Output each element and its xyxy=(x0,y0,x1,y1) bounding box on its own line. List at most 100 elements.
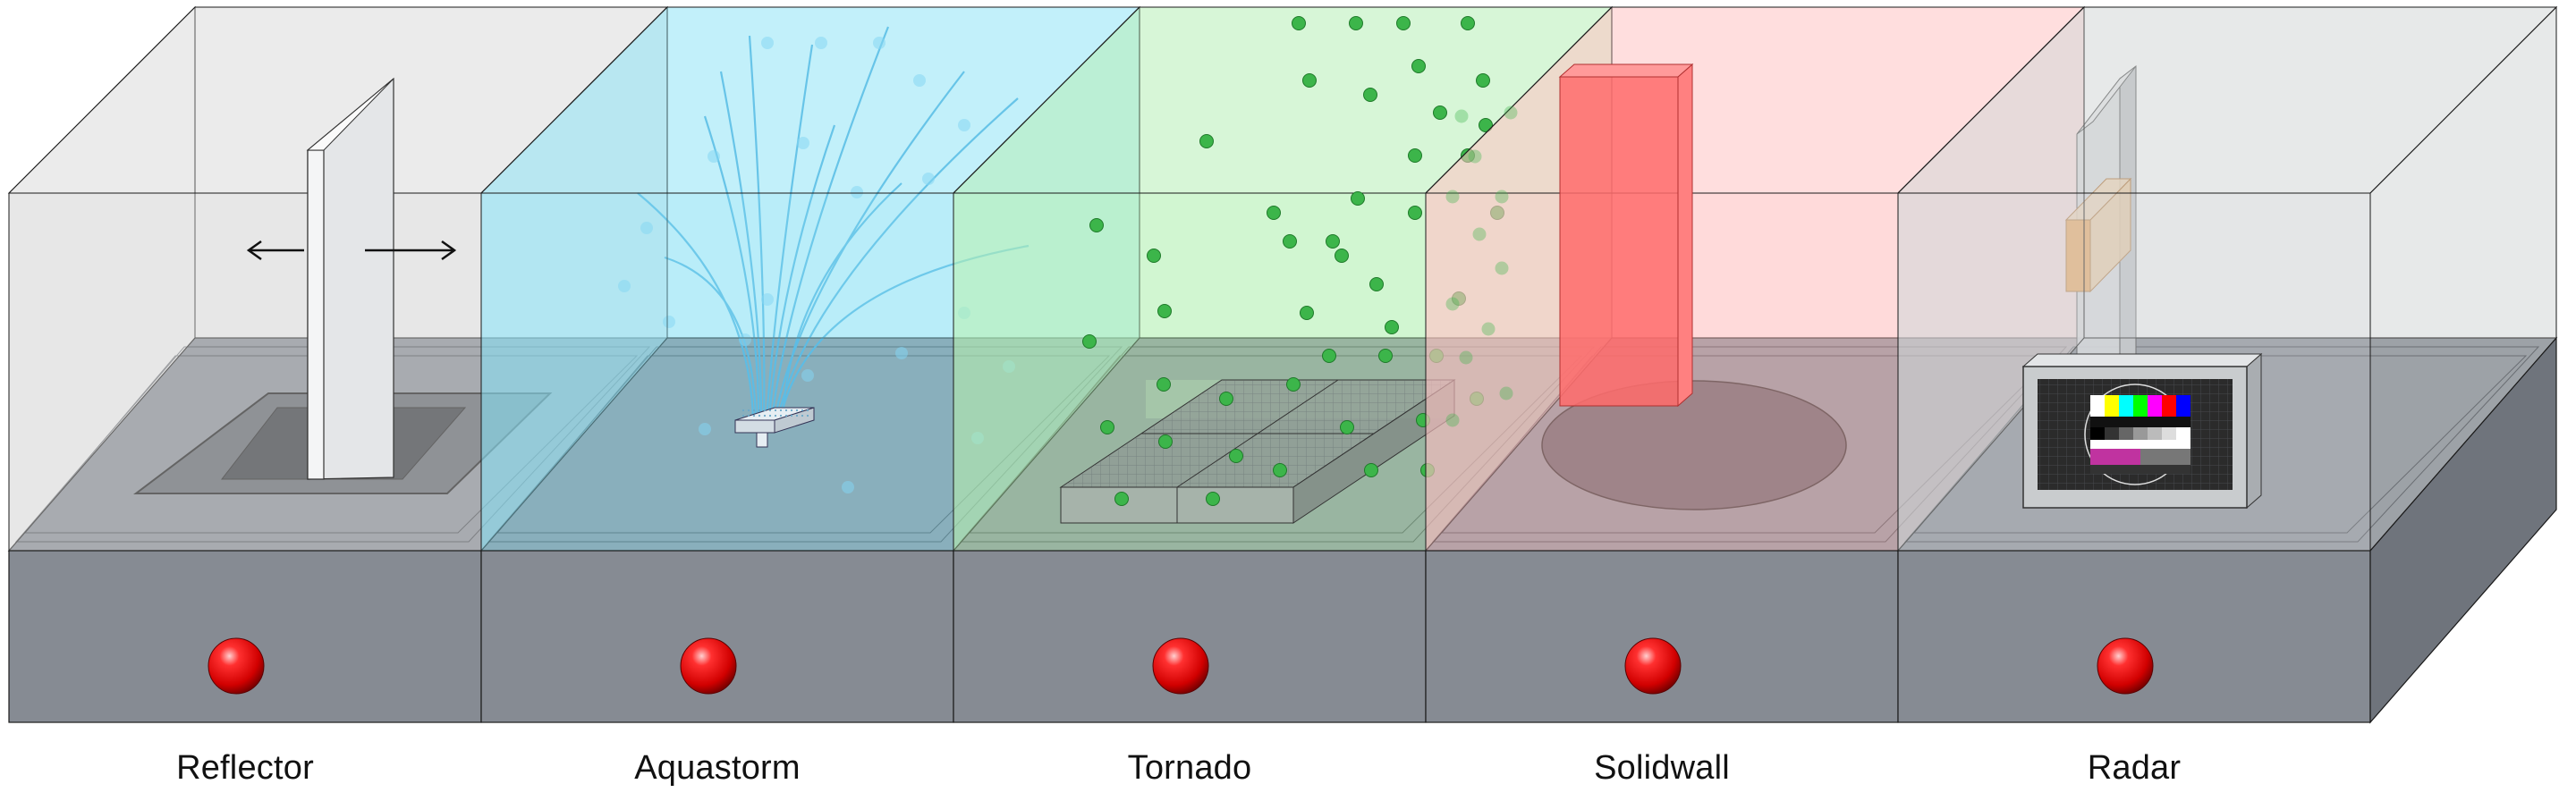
stage-radar xyxy=(1896,5,2558,724)
tornado-particle xyxy=(1452,291,1466,306)
monitor-top xyxy=(2021,353,2263,367)
glass-front xyxy=(8,192,482,552)
faded-particle xyxy=(1468,149,1482,164)
base-front xyxy=(480,550,954,723)
water-drop xyxy=(797,137,809,149)
tornado-particle xyxy=(1340,420,1354,434)
faded-particle xyxy=(1499,386,1513,400)
tornado-particle xyxy=(1158,434,1173,449)
tornado-particle xyxy=(1396,16,1411,30)
faded-particle xyxy=(1495,190,1509,204)
water-drop xyxy=(971,432,984,444)
tornado-particle xyxy=(1364,463,1378,477)
tornado-particle xyxy=(1411,59,1426,73)
tray-inner-outline xyxy=(968,355,1583,534)
tornado-particle xyxy=(1429,349,1444,363)
base-front xyxy=(1425,550,1899,723)
water-drop xyxy=(851,186,863,198)
water-drop xyxy=(922,173,935,185)
glass-right xyxy=(2369,5,2557,552)
reflector-plate-edge xyxy=(307,149,325,480)
stage-aquastorm xyxy=(479,5,1141,723)
radar-panel-top xyxy=(2076,65,2137,135)
stage-solidwall xyxy=(1424,5,2086,723)
tornado-particle xyxy=(1461,16,1475,30)
nozzle-holes xyxy=(741,409,809,420)
tornado-particle xyxy=(1322,349,1336,363)
water-drop xyxy=(801,369,814,382)
water-drop xyxy=(739,333,751,346)
red-light-icon xyxy=(680,637,737,695)
tray-inner-outline xyxy=(496,355,1111,534)
water-drop xyxy=(708,150,720,163)
water-drop xyxy=(873,37,886,49)
base-front xyxy=(1897,550,2371,723)
tornado-particle xyxy=(1157,377,1171,392)
solidwall-block-front xyxy=(1559,76,1679,407)
water-jet xyxy=(770,26,890,421)
water-jet xyxy=(778,244,1030,421)
tornado-particle xyxy=(1476,73,1490,88)
water-drop xyxy=(761,37,774,49)
water-jet xyxy=(781,182,902,421)
tornado-particle xyxy=(1363,88,1377,102)
water-jet xyxy=(767,124,836,421)
tornado-particle xyxy=(1326,234,1340,249)
tornado-particle xyxy=(1461,148,1475,163)
water-jet xyxy=(719,71,763,421)
tornado-grid-side xyxy=(1292,379,1455,524)
stage-label-solidwall: Solidwall xyxy=(1594,749,1730,787)
radar-sensor-top xyxy=(2064,178,2132,221)
tornado-particle xyxy=(1378,349,1393,363)
water-drop xyxy=(1003,360,1015,373)
tornado-particle xyxy=(1479,118,1493,132)
glass-front xyxy=(480,192,954,552)
faded-particle xyxy=(1504,105,1518,120)
tornado-particle xyxy=(1206,492,1220,506)
tornado-particle xyxy=(1408,206,1422,220)
red-light-icon xyxy=(1624,637,1682,695)
water-drop xyxy=(663,316,675,328)
stage-label-radar: Radar xyxy=(2087,749,2182,787)
test-pattern-monitor-icon xyxy=(2022,366,2248,509)
water-jet xyxy=(765,44,814,421)
water-drop xyxy=(958,307,970,319)
faded-particle xyxy=(1445,190,1460,204)
stage-reflector xyxy=(7,5,669,723)
solidwall-floor-zone xyxy=(1541,380,1847,510)
water-drop xyxy=(895,347,908,359)
water-jet xyxy=(775,97,1019,421)
tornado-particle xyxy=(1302,73,1317,88)
tornado-particle xyxy=(1082,334,1097,349)
red-light-icon xyxy=(208,637,265,695)
tornado-particle xyxy=(1292,16,1306,30)
reflector-plate-top xyxy=(306,78,394,151)
tornado-particle xyxy=(1351,191,1365,206)
tornado-particle xyxy=(1219,392,1233,406)
water-drop xyxy=(958,119,970,131)
red-light-icon xyxy=(2097,637,2154,695)
faded-particle xyxy=(1459,350,1473,365)
tornado-particle xyxy=(1229,449,1243,463)
water-drop xyxy=(761,293,774,306)
tornado-particle xyxy=(1147,249,1161,263)
base-front xyxy=(8,550,482,723)
water-drop xyxy=(815,37,827,49)
water-drop xyxy=(640,222,653,234)
double-arrow-icon xyxy=(246,240,457,261)
faded-particle xyxy=(1481,322,1496,336)
solidwall-block-side xyxy=(1677,63,1693,408)
tornado-particle xyxy=(1100,420,1114,434)
tornado-particle xyxy=(1199,134,1214,148)
stage-label-aquastorm: Aquastorm xyxy=(634,749,801,787)
water-jet xyxy=(748,35,766,421)
faded-particle xyxy=(1495,261,1509,275)
tornado-particle xyxy=(1490,206,1504,220)
water-drop xyxy=(842,481,854,493)
tornado-particle xyxy=(1283,234,1297,249)
tornado-particle xyxy=(1273,463,1287,477)
water-jet xyxy=(664,256,758,421)
faded-particle xyxy=(1445,413,1460,427)
tornado-particle xyxy=(1385,320,1399,334)
